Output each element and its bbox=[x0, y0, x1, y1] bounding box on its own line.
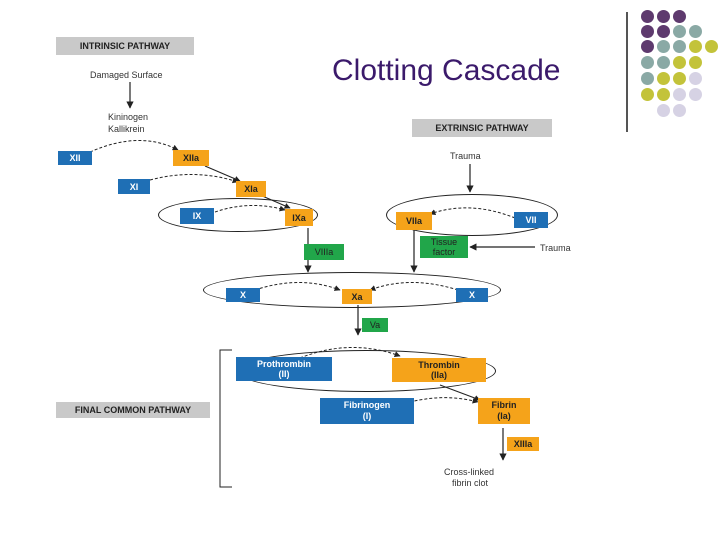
factor-vii: VII bbox=[514, 212, 548, 228]
factor-ixa: IXa bbox=[285, 209, 313, 226]
decor-dot bbox=[641, 25, 654, 38]
x-ellipse bbox=[203, 272, 501, 308]
decor-dot bbox=[641, 88, 654, 101]
clot-label-line-2: fibrin clot bbox=[452, 478, 489, 488]
decor-divider-line bbox=[626, 12, 628, 132]
vii-ellipse bbox=[386, 194, 558, 236]
decor-dot bbox=[689, 25, 702, 38]
factor-xia: XIa bbox=[236, 181, 266, 197]
decor-dot bbox=[689, 72, 702, 85]
decor-dot bbox=[673, 104, 686, 117]
tissue-factor: Tissue factor bbox=[420, 236, 468, 258]
decor-dot bbox=[673, 72, 686, 85]
fibrinogen: Fibrinogen (I) bbox=[320, 398, 414, 424]
factor-va: Va bbox=[362, 318, 388, 332]
decor-dot bbox=[657, 25, 670, 38]
decor-dot bbox=[657, 72, 670, 85]
kininogen-label: Kininogen bbox=[108, 112, 149, 122]
decor-dot bbox=[657, 40, 670, 53]
factor-xi: XI bbox=[118, 179, 150, 194]
decor-dot bbox=[657, 56, 670, 69]
prothrombin: Prothrombin (II) bbox=[236, 357, 332, 381]
factor-xa: Xa bbox=[342, 289, 372, 304]
decor-dot bbox=[673, 40, 686, 53]
decor-dot bbox=[657, 10, 670, 23]
final-common-pathway-heading: FINAL COMMON PATHWAY bbox=[56, 402, 210, 418]
decor-dot bbox=[657, 104, 670, 117]
decor-dot bbox=[689, 40, 702, 53]
fibrin-sub: (Ia) bbox=[497, 411, 511, 421]
fibrin: Fibrin (Ia) bbox=[478, 398, 530, 424]
intrinsic-pathway-heading: INTRINSIC PATHWAY bbox=[56, 37, 194, 55]
factor-ix: IX bbox=[180, 208, 214, 224]
factor-x-right: X bbox=[456, 288, 488, 302]
prothrombin-sub: (II) bbox=[278, 369, 290, 379]
extrinsic-pathway-heading: EXTRINSIC PATHWAY bbox=[412, 119, 552, 137]
decor-dot bbox=[673, 88, 686, 101]
damaged-surface-label: Damaged Surface bbox=[90, 70, 163, 80]
factor-viia: VIIa bbox=[396, 212, 432, 230]
kallikrein-label: Kallikrein bbox=[108, 124, 145, 134]
thrombin-label: Thrombin bbox=[418, 360, 460, 370]
factor-xiiia: XIIIa bbox=[507, 437, 539, 451]
decor-dot bbox=[689, 88, 702, 101]
decor-dot bbox=[641, 56, 654, 69]
decor-dot bbox=[641, 40, 654, 53]
factor-viiia: VIIIa bbox=[304, 244, 344, 260]
fibrin-label: Fibrin bbox=[491, 400, 517, 410]
thrombin-sub: (IIa) bbox=[430, 370, 447, 380]
trauma-label-top: Trauma bbox=[450, 151, 481, 161]
decor-dot bbox=[641, 72, 654, 85]
slide-title: Clotting Cascade bbox=[332, 54, 561, 87]
decor-dot bbox=[689, 56, 702, 69]
decor-dot bbox=[705, 40, 718, 53]
tissue-factor-line-2: factor bbox=[432, 247, 456, 257]
trauma-label-right: Trauma bbox=[540, 243, 571, 253]
clot-label-line-1: Cross-linked bbox=[444, 467, 495, 477]
prothrombin-label: Prothrombin bbox=[257, 359, 311, 369]
fibrinogen-sub: (I) bbox=[362, 411, 372, 421]
decor-dot bbox=[657, 88, 670, 101]
decor-dot bbox=[673, 25, 686, 38]
decor-dot bbox=[673, 56, 686, 69]
fibrinogen-label: Fibrinogen bbox=[343, 400, 391, 410]
factor-x-left: X bbox=[226, 288, 260, 302]
factor-xii: XII bbox=[58, 151, 92, 165]
thrombin: Thrombin (IIa) bbox=[392, 358, 486, 382]
tissue-factor-line-1: Tissue bbox=[430, 237, 458, 247]
decor-dot bbox=[641, 10, 654, 23]
ix-ellipse bbox=[158, 198, 318, 232]
factor-xiia: XIIa bbox=[173, 150, 209, 166]
decor-dot bbox=[673, 10, 686, 23]
